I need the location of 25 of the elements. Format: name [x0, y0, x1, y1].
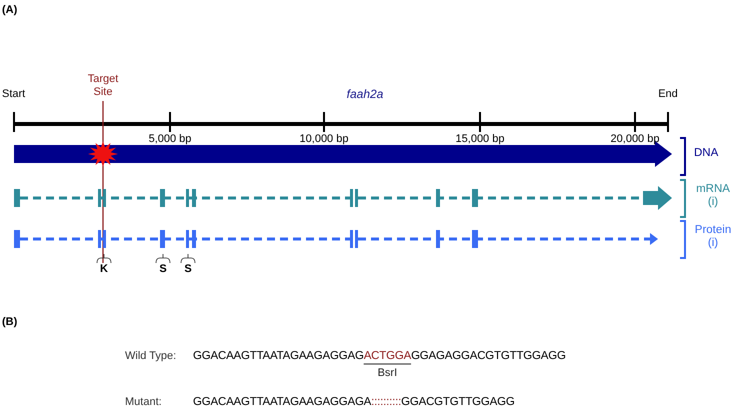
deletion-marks: :::::::::: [371, 396, 402, 408]
panel-label: (A) [2, 4, 18, 17]
dna-sequence: GGACGTGTTGGAGG [401, 396, 515, 408]
tick-label: 5,000 bp [148, 133, 192, 146]
site-letter: S [159, 263, 167, 276]
tick-label: 20,000 bp [610, 133, 660, 146]
gene-name: faah2a [346, 88, 384, 102]
tick-label: 10,000 bp [300, 133, 348, 146]
site-letter: S [184, 263, 192, 276]
track-label: DNA [694, 147, 718, 160]
row-label: Mutant: [125, 396, 163, 408]
panel-label: (B) [2, 316, 18, 329]
track-label: mRNA (i) [695, 183, 731, 210]
target-site-label: Target Site [86, 73, 120, 98]
site-letter: K [100, 263, 108, 276]
end-label: End [658, 88, 678, 101]
start-label: Start [2, 88, 26, 101]
row-label: Wild Type: [125, 350, 178, 362]
track-label: Protein (i) [694, 224, 732, 250]
dna-sequence: GGAGAGGACGTGTTGGAGG [411, 350, 566, 362]
restriction-site-sequence: ACTGGA [364, 350, 412, 362]
enzyme-label: BsrI [378, 367, 398, 380]
tick-label: 15,000 bp [456, 133, 504, 146]
dna-sequence: GGACAAGTTAATAGAAGAGGAG [193, 350, 364, 362]
dna-sequence: GGACAAGTTAATAGAAGAGGAGA [193, 396, 372, 408]
